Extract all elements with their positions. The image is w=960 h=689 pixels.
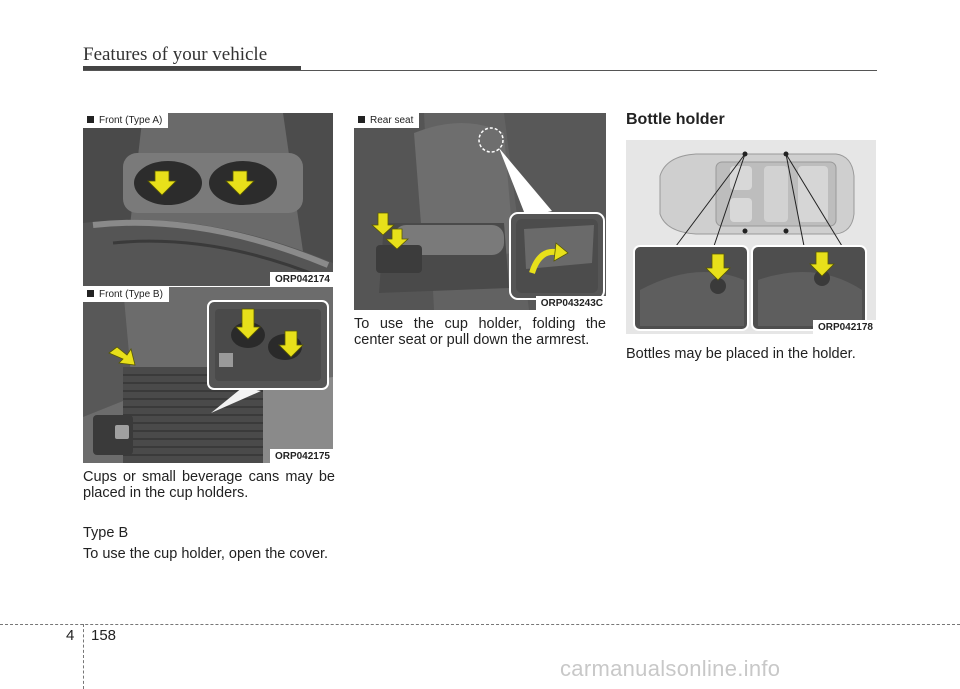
figure-front-type-b: Front (Type B) ORP042175: [83, 287, 333, 463]
figure-code: ORP042174: [269, 272, 333, 286]
arrow-down-icon: [278, 330, 304, 358]
chapter-number: 4: [66, 627, 75, 644]
figure-code: ORP042178: [812, 320, 876, 334]
arrow-down-icon: [147, 170, 177, 196]
rear-seat-photo: [354, 113, 606, 310]
front-type-b-photo: [83, 287, 333, 463]
page-number: 158: [91, 627, 117, 644]
figure-label: Front (Type A): [83, 113, 169, 128]
figure-bottle-holder: ORP042178: [626, 140, 876, 334]
rear-cup-holder-paragraph: To use the cup holder, folding the cente…: [354, 316, 606, 348]
page-header-title: Features of your vehicle: [83, 44, 268, 65]
front-type-a-photo: [83, 113, 333, 286]
bottle-holder-heading: Bottle holder: [626, 111, 725, 128]
figure-code: ORP043243C: [535, 296, 606, 310]
footer-rule: [0, 624, 960, 625]
arrow-down-icon: [384, 228, 410, 250]
arrow-down-icon: [705, 253, 731, 281]
header-rule-thick: [83, 66, 301, 71]
arrow-down-icon: [370, 212, 396, 236]
figure-label: Rear seat: [354, 113, 420, 128]
watermark: carmanualsonline.info: [560, 656, 781, 681]
type-b-paragraph: To use the cup holder, open the cover.: [83, 546, 329, 562]
arrow-down-icon: [809, 251, 835, 277]
arrow-down-icon: [235, 308, 261, 340]
figure-front-type-a: Front (Type A) ORP042174: [83, 113, 333, 286]
cup-holders-paragraph: Cups or small beverage cans may be place…: [83, 469, 335, 501]
bottle-holder-diagram: [626, 140, 876, 334]
figure-code: ORP042175: [269, 449, 333, 463]
figure-label: Front (Type B): [83, 287, 169, 302]
header-rule-thin: [83, 70, 877, 71]
figure-rear-seat: Rear seat ORP043243C: [354, 113, 606, 310]
bottle-holder-paragraph: Bottles may be placed in the holder.: [626, 346, 856, 362]
arrow-curved-icon: [553, 242, 569, 262]
footer-divider: [83, 624, 84, 689]
arrow-diagonal-icon: [108, 346, 136, 366]
type-b-heading: Type B: [83, 525, 129, 541]
arrow-down-icon: [225, 170, 255, 196]
